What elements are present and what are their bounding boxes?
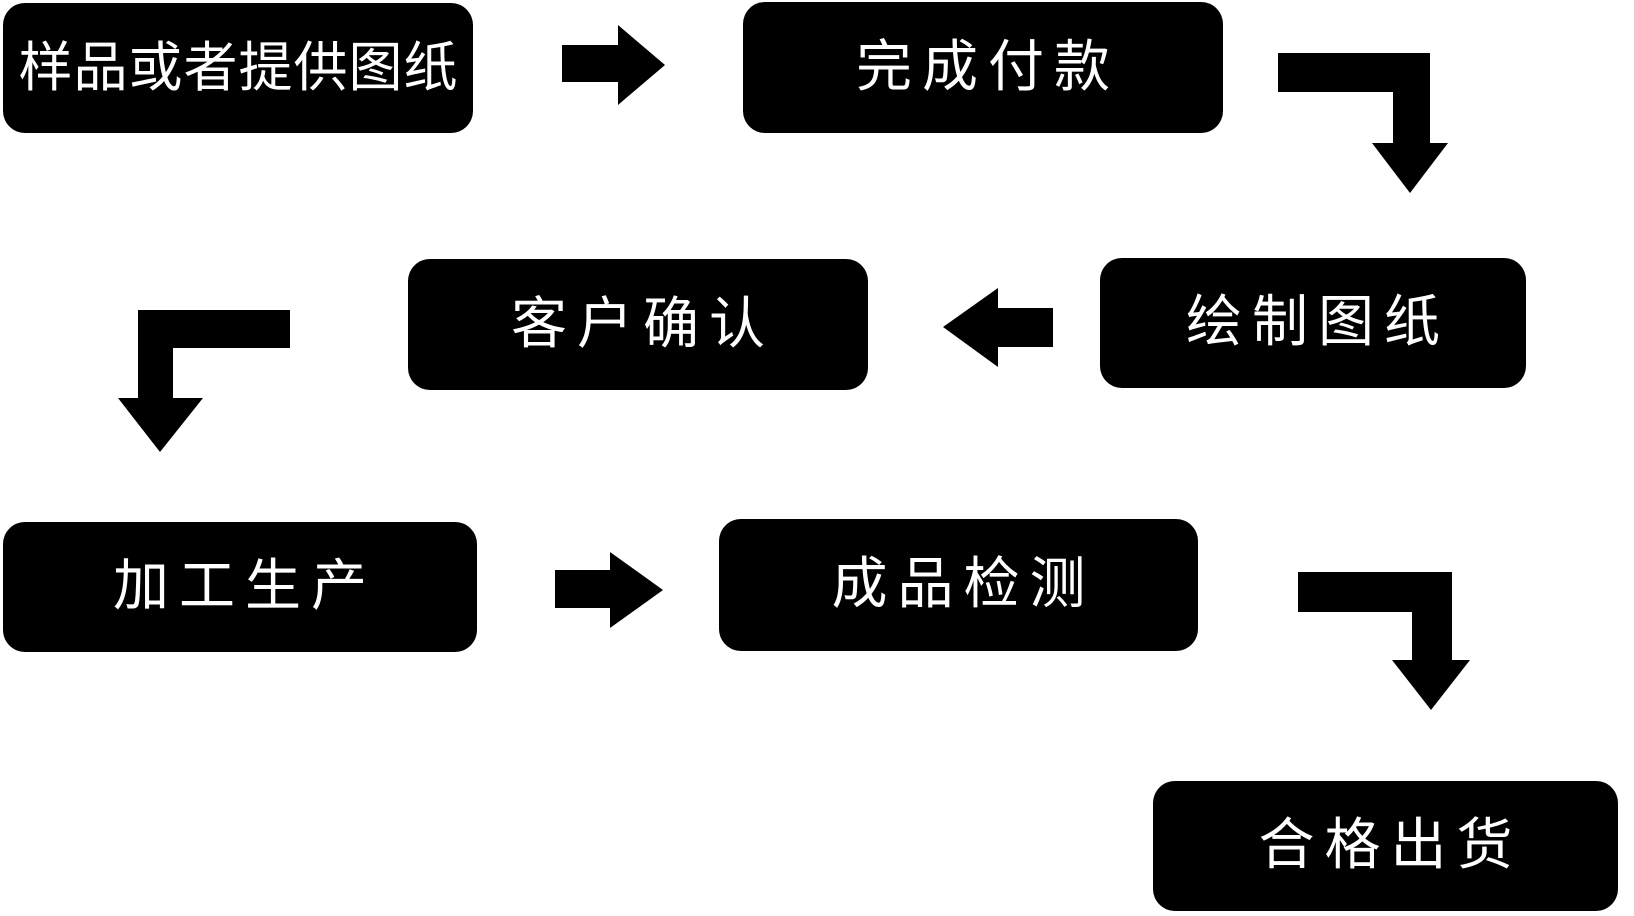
node-draw-drawing: 绘制图纸	[1100, 258, 1526, 388]
node-inspection-label: 成品检测	[831, 552, 1096, 617]
arrow-right-production-to-inspection-icon	[555, 552, 663, 628]
node-production: 加工生产	[3, 522, 477, 652]
arrow-right-sample-to-payment-icon	[562, 25, 665, 105]
node-draw-drawing-label: 绘制图纸	[1186, 290, 1450, 355]
node-inspection: 成品检测	[719, 519, 1198, 651]
node-sample-or-drawing-label: 样品或者提供图纸	[18, 36, 459, 99]
node-sample-or-drawing: 样品或者提供图纸	[3, 3, 473, 133]
node-production-label: 加工生产	[113, 554, 377, 619]
node-customer-confirm: 客户确认	[408, 259, 868, 390]
node-payment-label: 完成付款	[856, 34, 1120, 100]
elbow-arrow-payment-to-draw-icon	[1278, 53, 1448, 193]
elbow-arrow-inspection-to-shipment-icon	[1298, 572, 1470, 710]
node-customer-confirm-label: 客户确认	[511, 291, 775, 357]
elbow-arrow-confirm-to-production-icon	[118, 310, 290, 452]
node-shipment: 合格出货	[1153, 781, 1618, 911]
node-payment: 完成付款	[743, 2, 1223, 133]
node-shipment-label: 合格出货	[1258, 813, 1523, 878]
arrow-left-draw-to-confirm-icon	[943, 288, 1053, 367]
